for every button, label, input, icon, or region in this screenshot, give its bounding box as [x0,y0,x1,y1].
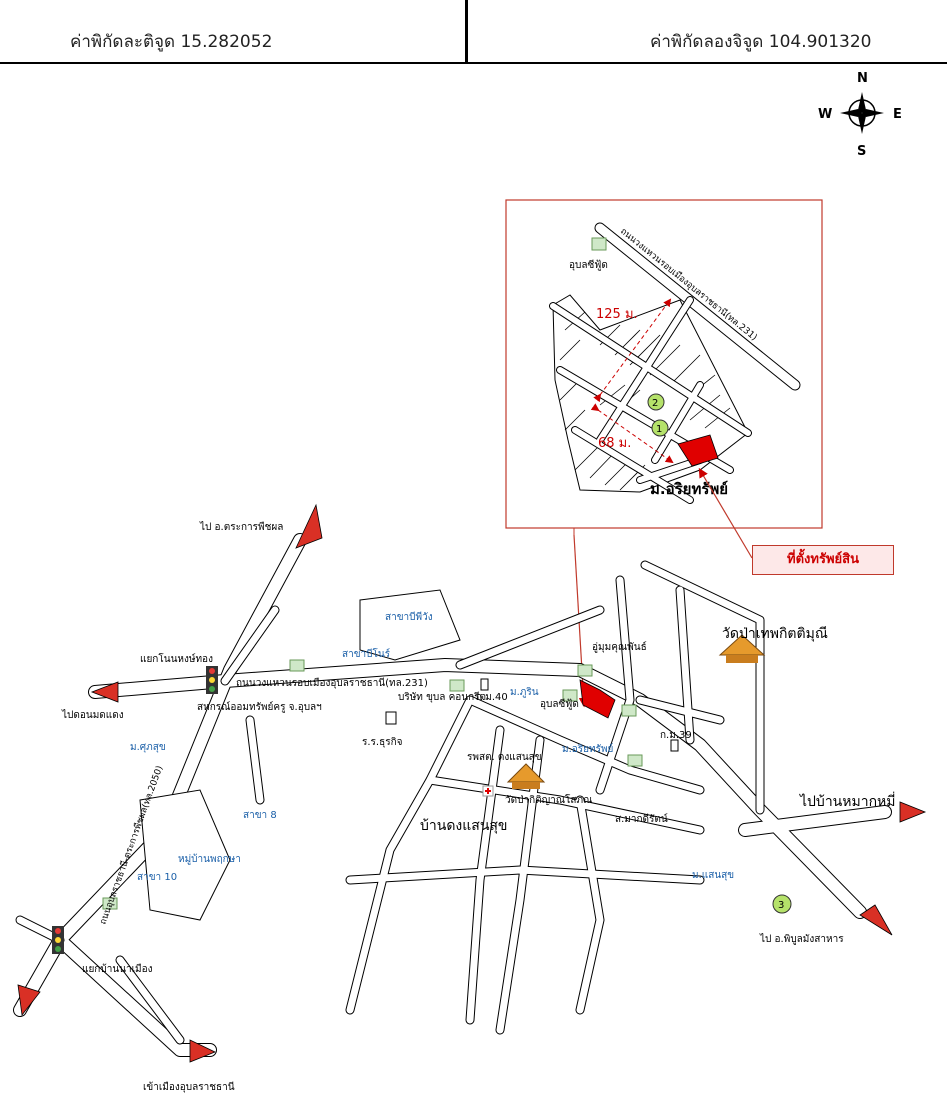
label-branch-bnr: สาขาบีโนร์ [342,647,391,660]
latitude-label: ค่าพิกัดละติจูด 15.282052 [70,32,273,52]
temple-icon [718,634,766,663]
inset-marker-2: 2 [652,398,658,409]
label-to-city: เข้าเมืองอุบลราชธานี [143,1081,235,1093]
compass-n: N [857,71,868,86]
label-branch-bpp: สาขาบีพีวัง [385,611,433,623]
inset-distance-68: 68 ม. [598,436,631,451]
arrow-icon [295,503,323,549]
label-coop: สหกรณ์ออมทรัพย์ครู จ.อุบลฯ [197,701,322,713]
label-branch-8: สาขา 8 [243,810,277,821]
hospital-icon [482,785,494,797]
temple-icon [506,763,546,789]
inset-marker-1: 1 [656,424,662,435]
km-post-icon [670,739,679,752]
arrow-icon [90,681,119,703]
arrow-icon [17,984,41,1016]
compass-e: E [893,107,902,122]
label-km40: ก.ม.40 [476,692,508,703]
arrow-icon [859,904,893,936]
marker-3-icon [772,894,792,914]
header-divider [465,0,468,62]
label-company: บริษัท ขุบล คอนกรีต [398,691,486,703]
label-branch-10: สาขา 10 [137,872,177,883]
envelope-icon [591,237,607,251]
label-to-don-mot-daeng: ไปดอนมดแดง [61,709,124,721]
label-wat-pa: วัดป่ากิติญาณโสภณ [505,793,592,806]
km-post-icon [480,678,489,691]
inset-village-label: ม.อริยทรัพย์ [650,480,728,498]
label-village-phurin: ม.ภูริน [510,687,539,698]
label-wat-thep: วัดป่าเทพกิตติมุณี [722,626,828,642]
label-village-sukjai: ม.ศุภสุข [130,742,166,753]
label-seafood: อุบลซีฟู้ด [540,698,579,710]
label-village-ariya: ม.อริยทรัพย์ [562,743,613,755]
compass-s: S [857,144,866,159]
arrow-icon [899,801,927,823]
envelope-icon [102,659,643,910]
label-village-phuchai: หมู่บ้านพฤกษา [178,853,241,865]
label-auto-garage: อู่มุมคุณพันธ์ [592,641,647,653]
label-mak-dee: ส.มากดีรัตน์ [615,813,668,825]
property-plot [677,434,719,467]
label-to-phibun: ไป อ.พิบูลมังสาหาร [759,933,844,945]
arrow-icon [189,1039,216,1063]
property-location-label: ที่ตั้งทรัพย์สิน [752,545,894,575]
property-plot [579,679,616,719]
coordinate-header: ค่าพิกัดละติจูด 15.282052 ค่าพิกัดลองจิจ… [0,0,947,64]
label-school: ร.ร.ธุรกิจ [362,737,403,748]
label-ban-dong-saen-suk: บ้านดงแสนสุข [420,818,508,834]
inset-map: ถนนวงแหวนรอบเมืองอุบลราชธานี(ทล.231) [505,199,823,529]
inset-distance-125: 125 ม. [596,307,638,322]
school-icon [385,711,397,725]
label-junction-ban-na-mueang: แยกบ้านนาเมือง [82,963,153,975]
label-km39: ก.ม.39 [660,730,692,741]
label-junction-tong: แยกโนนหงษ์ทอง [140,652,213,665]
traffic-light-icon [52,926,64,954]
marker-3-label: 3 [778,900,784,911]
label-hospital: รพสต. ดงแสนสุข [467,752,542,763]
compass-icon: N S W E [818,71,902,159]
longitude-label: ค่าพิกัดลองจิจูด 104.901320 [650,32,872,52]
traffic-light-icon [206,666,218,694]
header-rule [0,62,947,64]
label-to-trakan: ไป อ.ตระการพืชผล [199,521,283,533]
inset-landmark-label: อุบลซีฟู้ด [569,259,608,271]
label-village-saen-suk: ม.แสนสุข [692,870,734,881]
label-to-ban-mak: ไปบ้านหมากหมี่ [799,792,896,810]
compass-w: W [818,107,832,122]
label-ring-road: ถนนวงแหวนรอบเมืองอุบลราชธานี(ทล.231) [236,677,428,689]
